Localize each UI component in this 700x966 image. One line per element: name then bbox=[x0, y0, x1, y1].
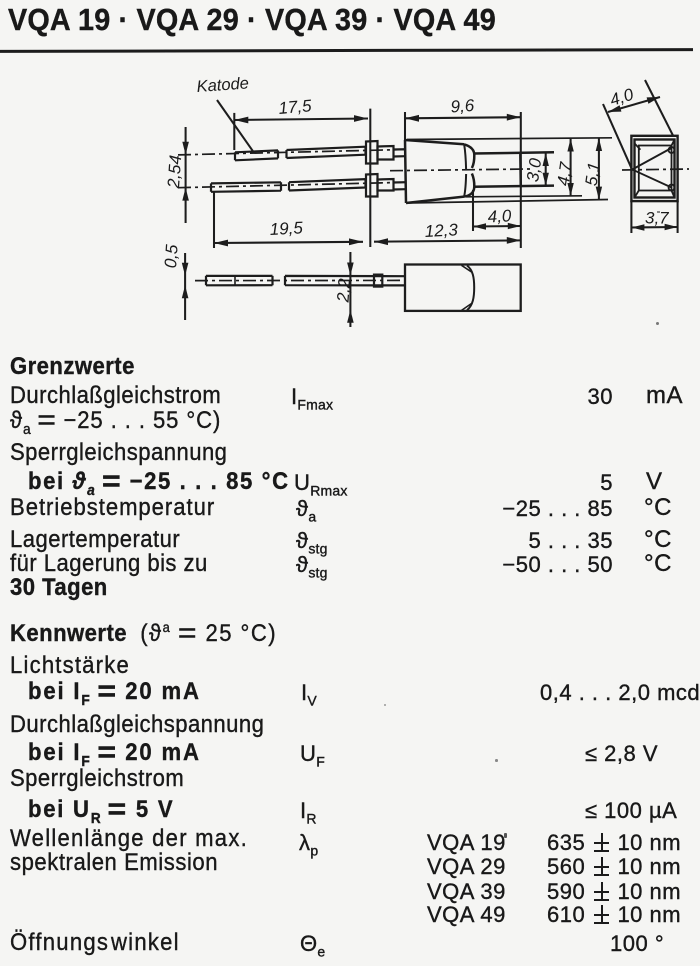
svg-text:Katode: Katode bbox=[196, 74, 249, 96]
svg-text:4,7: 4,7 bbox=[554, 160, 576, 187]
svg-text:9,6: 9,6 bbox=[450, 96, 475, 117]
svg-text:17,5: 17,5 bbox=[278, 96, 313, 118]
svg-text:12,3: 12,3 bbox=[424, 220, 459, 241]
svg-text:4,0: 4,0 bbox=[487, 206, 512, 226]
svg-text:2,54: 2,54 bbox=[164, 154, 185, 189]
svg-text:5,1: 5,1 bbox=[582, 161, 604, 187]
svg-text:0,5: 0,5 bbox=[161, 243, 182, 268]
svg-text:2,2: 2,2 bbox=[333, 277, 354, 303]
svg-text:3,7: 3,7 bbox=[645, 209, 669, 228]
svg-text:19,5: 19,5 bbox=[269, 218, 304, 239]
svg-text:3,0: 3,0 bbox=[523, 156, 545, 183]
